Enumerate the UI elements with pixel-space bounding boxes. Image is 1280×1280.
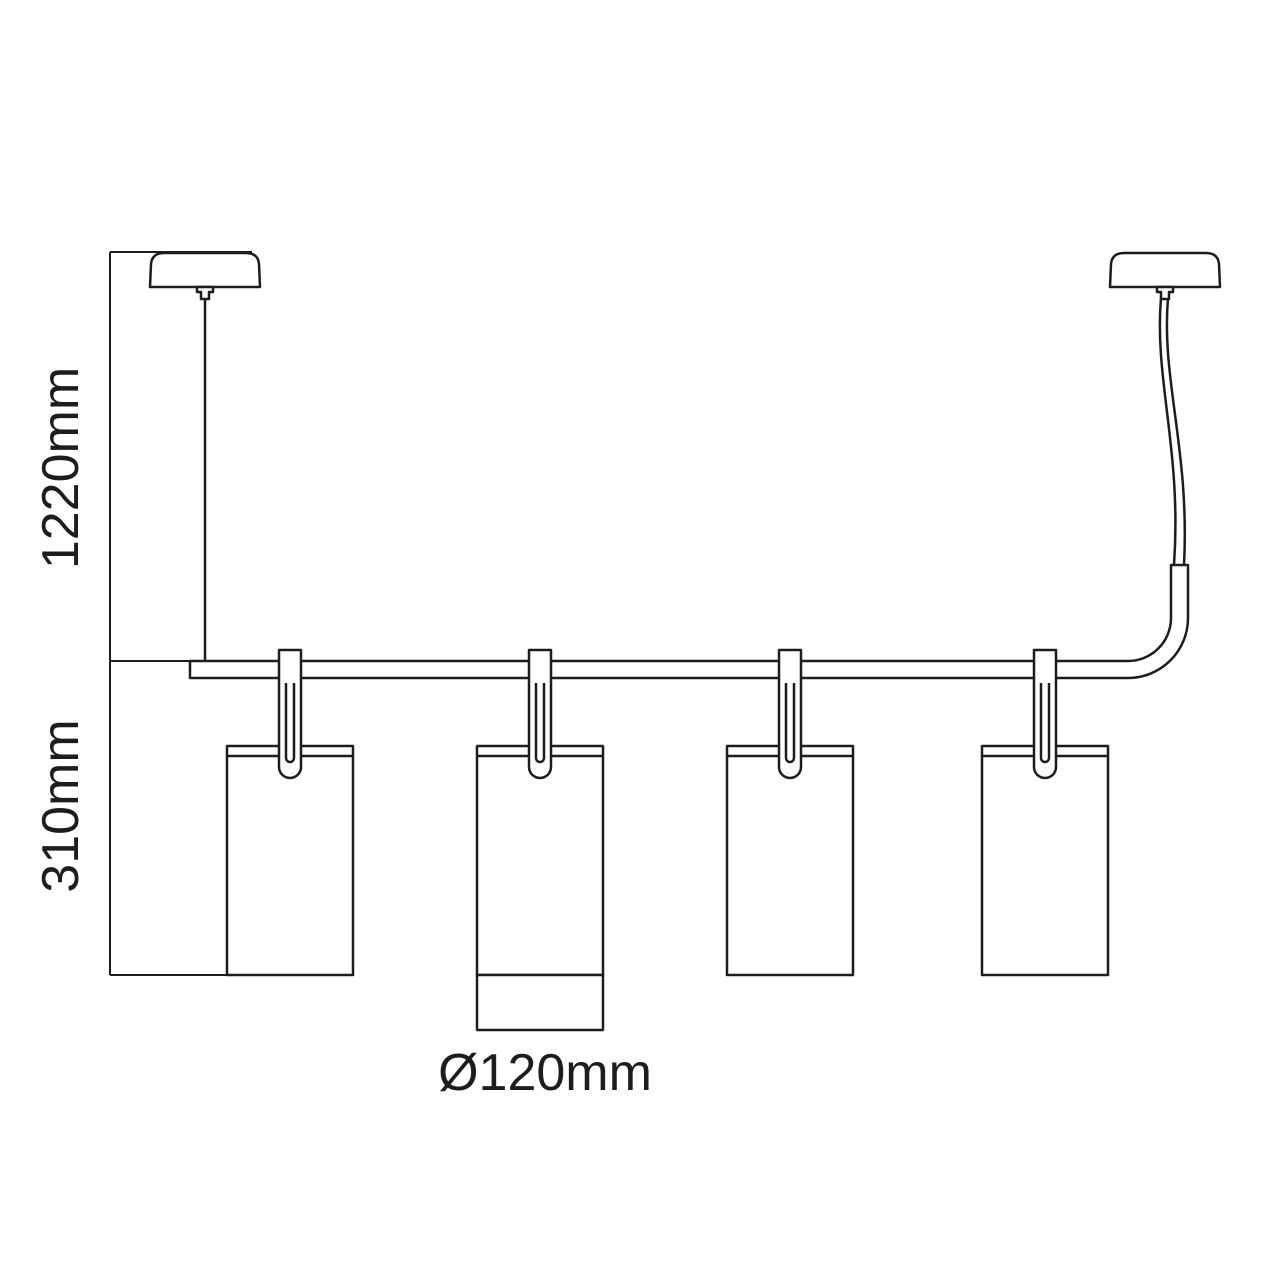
hanger-strap-2 bbox=[527, 648, 553, 780]
shade-4 bbox=[980, 744, 1110, 977]
shade-2 bbox=[475, 744, 605, 1032]
shade-1 bbox=[225, 744, 355, 977]
shade-2-body bbox=[475, 744, 605, 977]
hanger-strap-4 bbox=[1032, 648, 1058, 780]
cord-right-a bbox=[1158, 297, 1177, 566]
canopy-right-stem bbox=[1155, 285, 1175, 301]
dim-label-diameter: Ø120mm bbox=[438, 1044, 652, 1102]
strap-2-slot bbox=[534, 683, 546, 764]
shade-1-body bbox=[225, 744, 355, 977]
suspension-right bbox=[1108, 251, 1222, 566]
suspension-left bbox=[148, 251, 262, 661]
strap-4-outline bbox=[1032, 648, 1058, 780]
ceiling-canopy-right bbox=[1108, 251, 1222, 289]
dim-label-drop-height: 1220mm bbox=[32, 367, 90, 569]
hanger-strap-3 bbox=[777, 648, 803, 780]
strap-3-slot bbox=[784, 683, 796, 764]
shade-4-body bbox=[980, 744, 1110, 977]
cord-right-b bbox=[1165, 297, 1187, 566]
ceiling-canopy-left bbox=[148, 251, 262, 289]
hanger-strap-1 bbox=[277, 648, 303, 780]
strap-4-slot bbox=[1039, 683, 1051, 764]
strap-1-outline bbox=[277, 648, 303, 780]
shade-2-bottom-band bbox=[475, 973, 605, 1032]
canopy-left-stem bbox=[195, 285, 215, 301]
strap-2-outline bbox=[527, 648, 553, 780]
dim-label-shade-height: 310mm bbox=[32, 719, 90, 892]
shade-3-body bbox=[725, 744, 855, 977]
shade-3 bbox=[725, 744, 855, 977]
dimension-diameter: Ø120mm bbox=[438, 1044, 652, 1102]
strap-1-slot bbox=[284, 683, 296, 764]
strap-3-outline bbox=[777, 648, 803, 780]
